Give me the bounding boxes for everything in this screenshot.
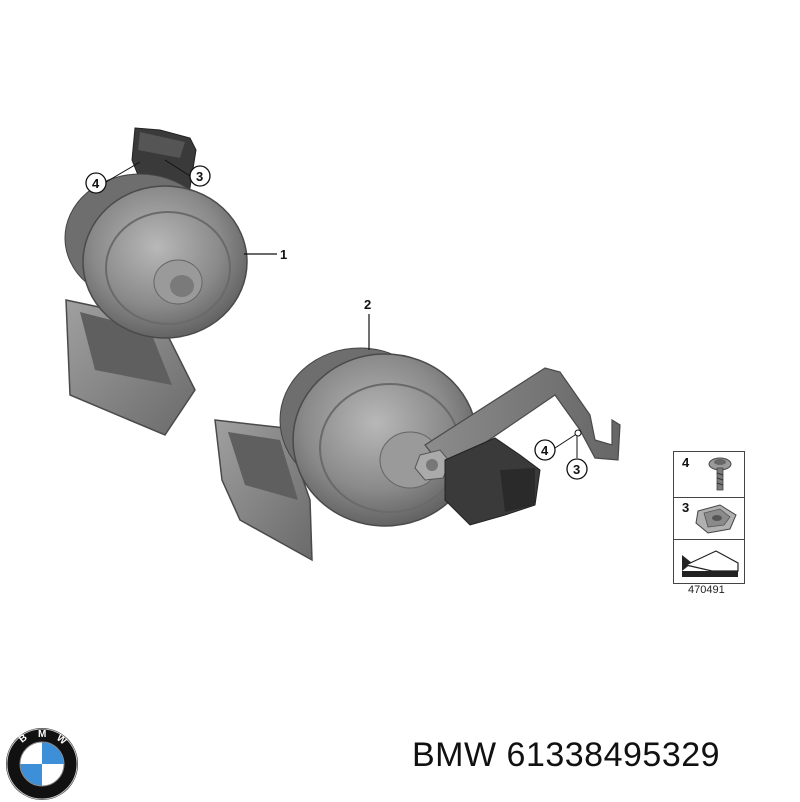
- callout-right-4: 4: [541, 443, 549, 458]
- caption-brand: BMW: [412, 736, 497, 774]
- callout-right-3: 3: [573, 462, 580, 477]
- callout-top-4: 4: [92, 176, 100, 191]
- bmw-logo: B M W: [6, 728, 78, 800]
- callout-right-4-circle: [534, 439, 556, 461]
- legend-row-clip-nut: 3: [674, 497, 744, 540]
- callout-part-1: 1: [280, 247, 287, 262]
- horn-1-face: [82, 185, 248, 339]
- legend-number-4: 4: [682, 455, 690, 470]
- horn-2: [214, 347, 621, 562]
- diagram-id: 470491: [688, 584, 725, 596]
- callout-top-4-circle: [85, 172, 107, 194]
- legend-row-screw: 4: [674, 452, 744, 498]
- arrow-symbol-icon: [682, 550, 739, 577]
- horn-1: [64, 127, 248, 436]
- callout-top-3: 3: [196, 169, 203, 184]
- fastener-legend: 4 3: [673, 451, 745, 584]
- part-caption: BMW 61338495329: [412, 736, 720, 775]
- callout-right-3-circle: [566, 458, 588, 480]
- legend-number-3: 3: [682, 500, 690, 515]
- horn-2-bracket: [424, 367, 621, 471]
- callouts: 1 2 4 3 4 3: [85, 159, 588, 480]
- callout-part-2: 2: [364, 297, 371, 312]
- svg-text:M: M: [38, 729, 46, 740]
- caption-part-number: 61338495329: [506, 736, 721, 774]
- callout-top-3-circle: [189, 165, 211, 187]
- clip-nut-icon: [695, 504, 737, 534]
- screw-icon: [708, 457, 732, 491]
- legend-row-arrow: [674, 539, 744, 582]
